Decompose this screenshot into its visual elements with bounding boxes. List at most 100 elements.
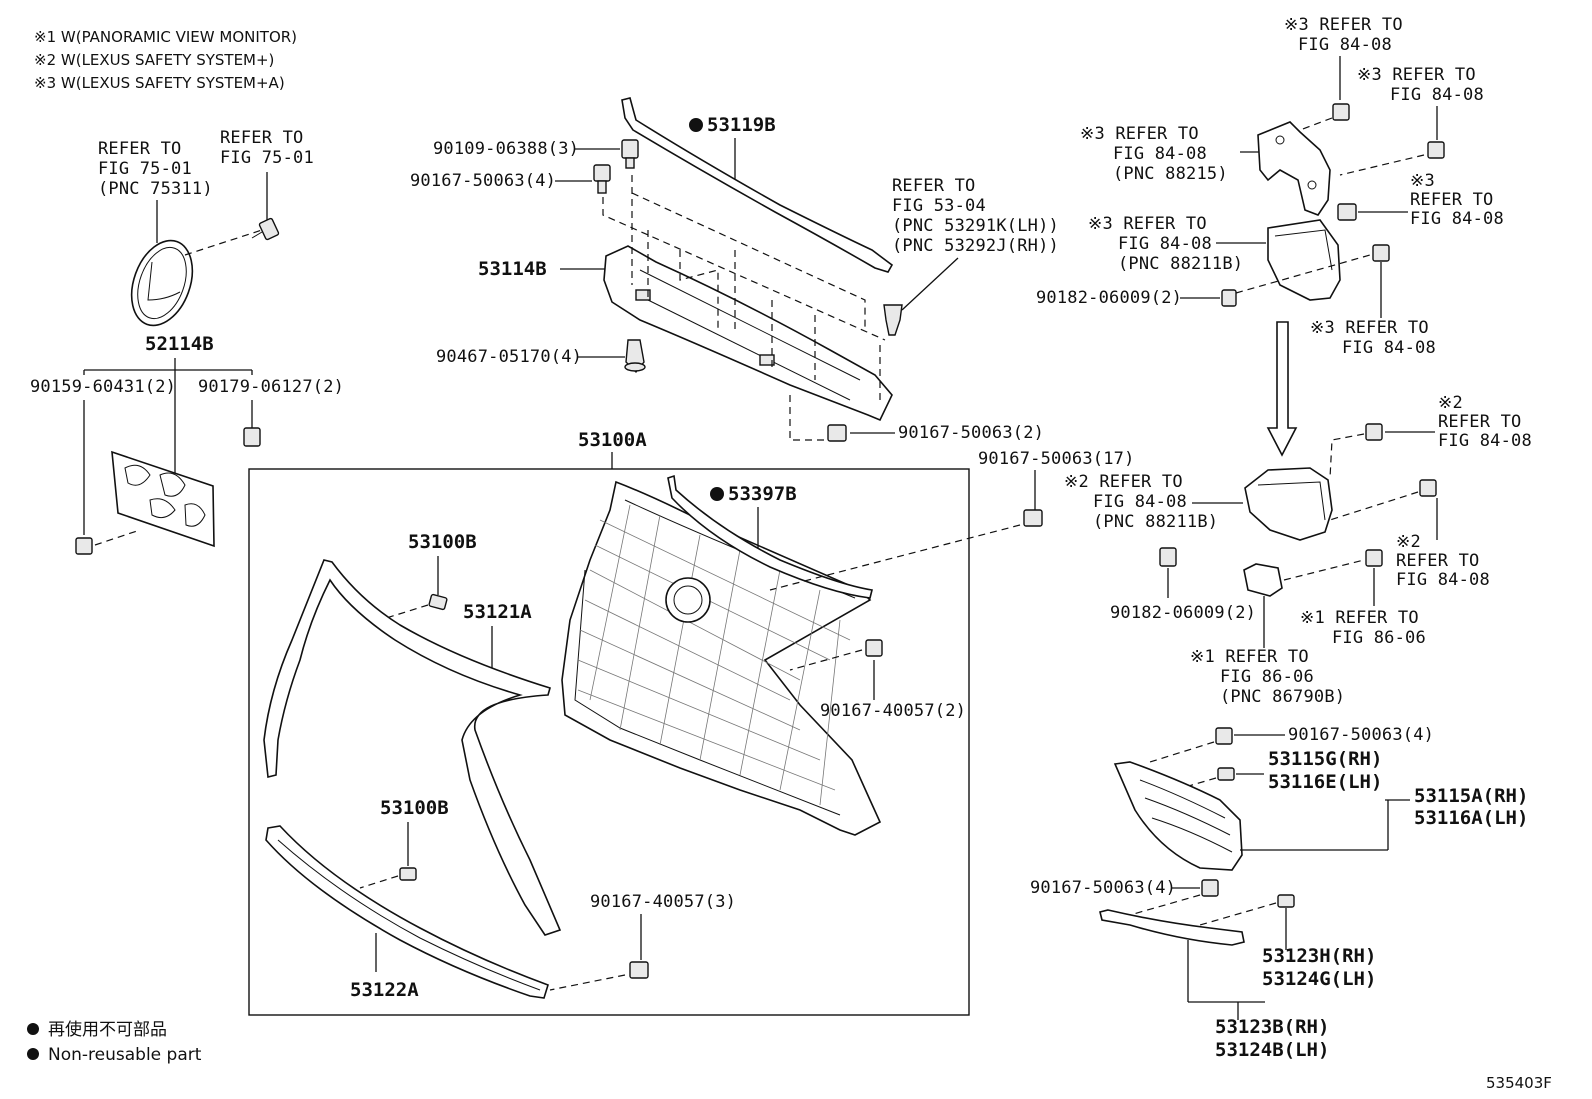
ref3-d-line2: REFER TO	[1410, 190, 1493, 210]
figure-id: 535403F	[1486, 1074, 1552, 1092]
ref3-e-line1: ※3 REFER TO	[1088, 214, 1207, 234]
ref3-d-line3: FIG 84-08	[1410, 209, 1504, 229]
bolt-90167-2	[827, 424, 847, 442]
ref3-e-line3: (PNC 88211B)	[1118, 254, 1243, 274]
emblem-ref-line1: REFER TO	[98, 139, 181, 159]
label-90167-50063-4-top: 90167-50063(4)	[410, 171, 556, 191]
bolt-ref2-a	[1365, 423, 1383, 441]
sensor-88211b-part-2	[1244, 467, 1333, 541]
label-53114b: 53114B	[478, 258, 547, 280]
ref3-e-line2: FIG 84-08	[1118, 234, 1212, 254]
ref3-a-line1: ※3 REFER TO	[1284, 15, 1403, 35]
ref3-d-line1: ※3	[1410, 171, 1435, 191]
bolt-ref2-c	[1419, 479, 1437, 497]
label-90109-06388: 90109-06388(3)	[433, 139, 579, 159]
label-53124g-lh: 53124G(LH)	[1262, 968, 1376, 990]
ref1-b-line3: (PNC 86790B)	[1220, 687, 1345, 707]
ref2-a-line1: ※2	[1438, 393, 1463, 413]
label-90182-06009-bottom: 90182-06009(2)	[1110, 603, 1256, 623]
ref2-b-line3: (PNC 88211B)	[1093, 512, 1218, 532]
label-53397b: 53397B	[728, 483, 797, 505]
label-53123h-rh: 53123H(RH)	[1262, 945, 1376, 967]
label-90182-06009-top: 90182-06009(2)	[1036, 288, 1182, 308]
bolt-ref3-b	[1427, 141, 1445, 159]
camera-86790b-part	[1243, 563, 1283, 597]
bolt-ref1-a	[1365, 549, 1383, 567]
clip-53100b-bottom	[399, 867, 417, 881]
label-90159-60431: 90159-60431(2)	[30, 377, 176, 397]
note-1: ※1 W(PANORAMIC VIEW MONITOR)	[34, 28, 297, 46]
plate-bracket-part	[111, 450, 215, 548]
grille-assembly-box	[248, 468, 970, 1016]
ref1-b-line2: FIG 86-06	[1220, 667, 1314, 687]
molding-53121a-part	[263, 559, 562, 936]
ref1-a-line2: FIG 86-06	[1332, 628, 1426, 648]
sensor-88211b-part-3	[1267, 219, 1341, 301]
ref3-c-line1: ※3 REFER TO	[1080, 124, 1199, 144]
label-53100b-bottom: 53100B	[380, 797, 449, 819]
ref3-a-line2: FIG 84-08	[1298, 35, 1392, 55]
note-3: ※3 W(LEXUS SAFETY SYSTEM+A)	[34, 74, 285, 92]
bolt-ref3-a	[1332, 103, 1350, 121]
emblem-part	[130, 239, 194, 327]
label-53100b-top: 53100B	[408, 531, 477, 553]
label-53115a-rh: 53115A(RH)	[1414, 785, 1528, 807]
label-53122a: 53122A	[350, 979, 419, 1001]
clip-53291k	[883, 304, 903, 336]
seal-53119b-part	[621, 97, 894, 273]
clip-53123h	[1277, 894, 1295, 908]
non-reusable-dot-53397b	[710, 487, 724, 501]
clip-53115g	[1217, 767, 1235, 781]
ref2-a-line3: FIG 84-08	[1438, 431, 1532, 451]
emblem-ref-line2: FIG 75-01	[98, 159, 192, 179]
legend-dot-jp	[27, 1023, 39, 1035]
label-90467-05170: 90467-05170(4)	[436, 347, 582, 367]
emblem-bolt-ref-line2: FIG 75-01	[220, 148, 314, 168]
ref-53-04-line4: (PNC 53292J(RH))	[892, 236, 1059, 256]
label-90167-50063-2: 90167-50063(2)	[898, 423, 1044, 443]
label-90167-40057-2: 90167-40057(2)	[820, 701, 966, 721]
label-90167-50063-17: 90167-50063(17)	[978, 449, 1135, 469]
ref3-b-line1: ※3 REFER TO	[1357, 65, 1476, 85]
label-53116a-lh: 53116A(LH)	[1414, 807, 1528, 829]
bolt-90159	[75, 537, 93, 555]
label-53123b-rh: 53123B(RH)	[1215, 1016, 1329, 1038]
label-90167-40057-3: 90167-40057(3)	[590, 892, 736, 912]
ref-53-04-line2: FIG 53-04	[892, 196, 986, 216]
legend-jp: 再使用不可部品	[48, 1019, 167, 1040]
arrow-down-icon	[1266, 321, 1298, 457]
ref2-b-line2: FIG 84-08	[1093, 492, 1187, 512]
emblem-bolt	[251, 217, 280, 241]
legend-en: Non-reusable part	[48, 1045, 202, 1065]
nut-90182-bottom	[1159, 547, 1177, 567]
bolt-90167-17	[1023, 509, 1043, 527]
ref3-c-line2: FIG 84-08	[1113, 144, 1207, 164]
bolt-90167-lower	[1201, 879, 1219, 897]
bracket-88215-part	[1257, 121, 1331, 216]
label-90179-06127: 90179-06127(2)	[198, 377, 344, 397]
label-52114b: 52114B	[145, 333, 214, 355]
label-53116e-lh: 53116E(LH)	[1268, 771, 1382, 793]
molding-53122a-part	[265, 825, 549, 999]
legend-dot-en	[27, 1048, 39, 1060]
label-90167-50063-4-lower: 90167-50063(4)	[1030, 878, 1176, 898]
clip-90467	[624, 339, 646, 374]
molding-53123b-part	[1099, 909, 1245, 946]
bolt-90167-40057-2	[865, 639, 883, 657]
seal-53397b-part	[667, 474, 873, 599]
note-2: ※2 W(LEXUS SAFETY SYSTEM+)	[34, 51, 274, 69]
ref3-c-line3: (PNC 88215)	[1113, 164, 1228, 184]
label-53124b-lh: 53124B(LH)	[1215, 1039, 1329, 1061]
ref-53-04-line1: REFER TO	[892, 176, 975, 196]
ref3-b-line2: FIG 84-08	[1390, 85, 1484, 105]
bolt-ref3-f	[1372, 244, 1390, 262]
label-53100a: 53100A	[578, 429, 647, 451]
bolt-90167-right	[1215, 727, 1233, 745]
cover-53115a-part	[1113, 761, 1243, 871]
ref-53-04-line3: (PNC 53291K(LH))	[892, 216, 1059, 236]
ref2-c-line1: ※2	[1396, 532, 1421, 552]
bolt-ref3-d	[1337, 203, 1357, 221]
emblem-bolt-ref-line1: REFER TO	[220, 128, 303, 148]
label-53115g-rh: 53115G(RH)	[1268, 748, 1382, 770]
ref3-f-line2: FIG 84-08	[1342, 338, 1436, 358]
